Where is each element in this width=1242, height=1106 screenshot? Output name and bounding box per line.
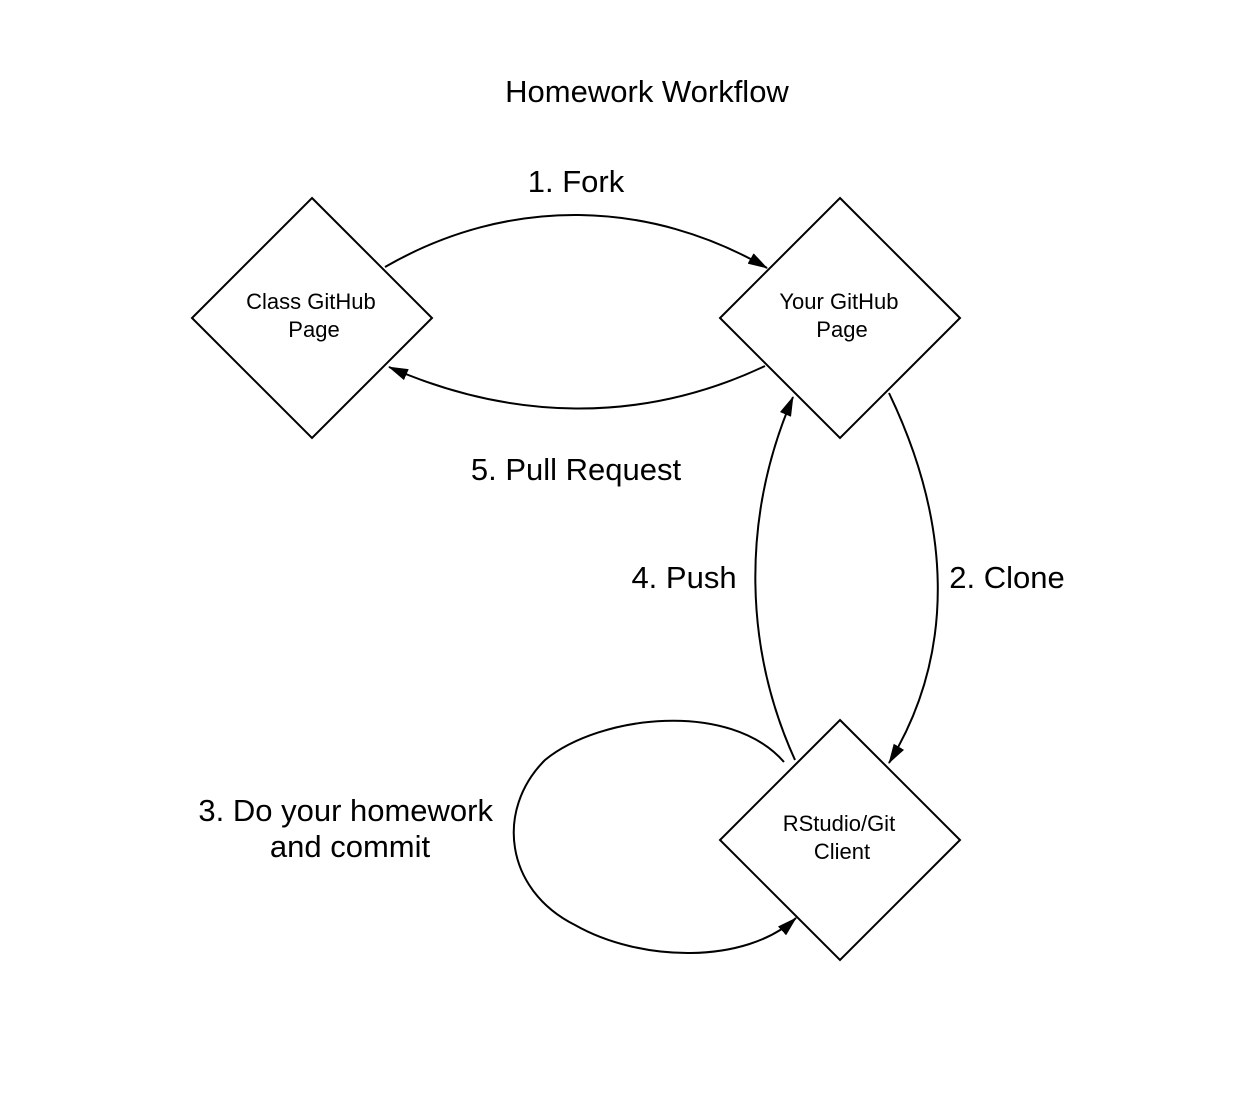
fork-arrow: [384, 214, 768, 269]
node-class-github-page: Class GitHub Page: [190, 196, 434, 440]
your-github-page-label: Your GitHub Page: [779, 289, 904, 342]
class-github-page-diamond: [190, 196, 434, 440]
commit-label: 3. Do your homework and commit: [198, 793, 501, 864]
push-arrow: [754, 396, 796, 761]
diagram-title: Homework Workflow: [505, 74, 789, 109]
pull-request-label: 5. Pull Request: [471, 452, 682, 487]
class-github-page-label: Class GitHub Page: [246, 289, 382, 342]
edges: [384, 214, 939, 954]
commit-loop-arrow: [512, 719, 797, 954]
pull-request-arrow: [388, 365, 766, 410]
node-your-github-page: Your GitHub Page: [718, 196, 962, 440]
clone-arrow: [888, 392, 939, 764]
rstudio-git-client-diamond: [718, 718, 962, 962]
fork-label: 1. Fork: [528, 164, 625, 199]
push-label: 4. Push: [631, 560, 736, 595]
clone-label: 2. Clone: [949, 560, 1064, 595]
node-rstudio-git-client: RStudio/Git Client: [718, 718, 962, 962]
rstudio-git-client-label: RStudio/Git Client: [783, 811, 902, 864]
your-github-page-diamond: [718, 196, 962, 440]
